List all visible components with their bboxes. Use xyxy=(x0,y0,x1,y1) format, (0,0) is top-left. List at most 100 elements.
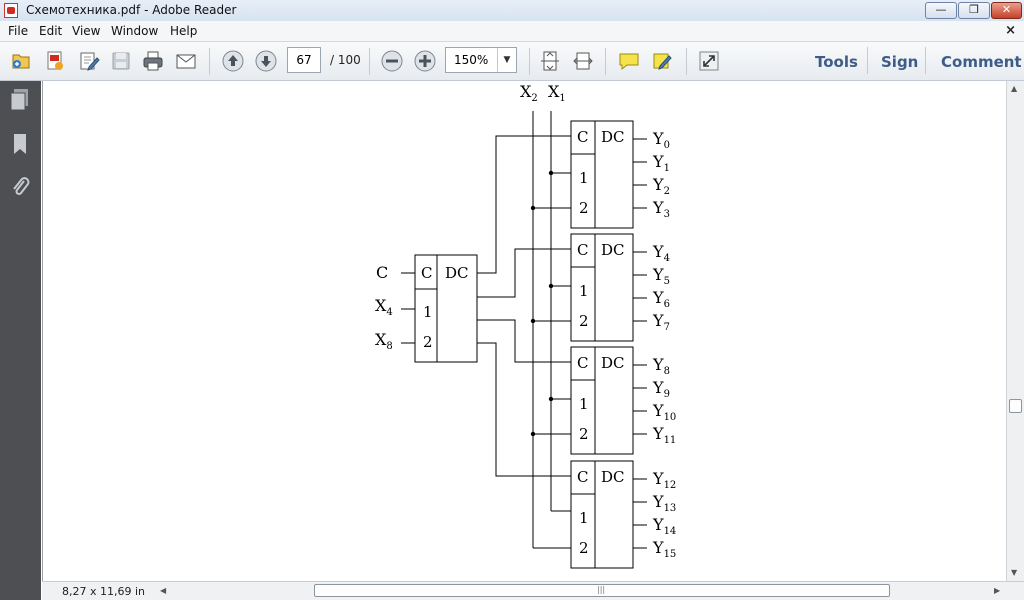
page-thumbnails-icon[interactable] xyxy=(9,88,31,112)
menu-window[interactable]: Window xyxy=(111,24,159,38)
block-clock-label: C xyxy=(577,241,588,259)
scroll-right-arrow[interactable]: ▶ xyxy=(994,586,1001,595)
toolbar-separator xyxy=(686,48,687,75)
edit-document-icon[interactable] xyxy=(77,49,101,73)
highlight-text-icon[interactable] xyxy=(651,49,675,73)
block-title-label: DC xyxy=(445,264,469,282)
scroll-left-arrow[interactable]: ◀ xyxy=(160,586,167,595)
menu-edit[interactable]: Edit xyxy=(39,24,63,38)
decoder-block-3 xyxy=(533,346,647,455)
junction-dots xyxy=(530,170,554,437)
block-title-label: DC xyxy=(601,468,625,486)
vertical-scroll-thumb[interactable] xyxy=(1009,399,1022,413)
tab-separator xyxy=(925,47,926,74)
scroll-down-arrow[interactable]: ▼ xyxy=(1011,568,1018,577)
close-document-button[interactable]: × xyxy=(1005,23,1016,38)
bookmarks-icon[interactable] xyxy=(9,132,31,156)
menu-view[interactable]: View xyxy=(72,24,101,38)
horizontal-scroll-thumb[interactable]: ||| xyxy=(314,584,890,597)
zoom-value: 150% xyxy=(454,53,489,67)
fit-width-icon[interactable] xyxy=(571,49,595,73)
output-label-y1: Y1 xyxy=(652,152,670,174)
output-label-y11: Y11 xyxy=(652,424,676,446)
toolbar-separator xyxy=(209,48,210,75)
output-label-y15: Y15 xyxy=(652,538,676,560)
save-icon[interactable] xyxy=(109,49,133,73)
adobe-reader-app-icon xyxy=(4,3,18,18)
page-total: / 100 xyxy=(330,53,361,67)
block-input2-label: 2 xyxy=(579,312,589,330)
window-title: Схемотехника.pdf - Adobe Reader xyxy=(26,3,237,17)
decoder-cascade-schematic: X2 X1 C X4 X8 C DC 1 2 C DC 1 2 C DC 1 2… xyxy=(375,82,676,569)
block-title-label: DC xyxy=(601,354,625,372)
input-label-c: C xyxy=(376,263,388,282)
tab-comment[interactable]: Comment xyxy=(941,53,1022,71)
status-bar: 8,27 x 11,69 in ◀ ||| ▶ xyxy=(42,581,1024,600)
fit-page-icon[interactable] xyxy=(538,49,562,73)
output-label-y3: Y3 xyxy=(652,198,670,220)
toolbar-separator xyxy=(605,48,606,75)
vertical-scrollbar[interactable]: ▲ ▼ xyxy=(1006,81,1024,581)
chevron-down-icon[interactable]: ▼ xyxy=(497,48,516,72)
block-title-label: DC xyxy=(601,128,625,146)
output-label-y12: Y12 xyxy=(652,469,676,491)
block-input1-label: 1 xyxy=(579,509,589,527)
attachments-icon[interactable] xyxy=(9,175,31,199)
sticky-note-icon[interactable] xyxy=(617,49,641,73)
minimize-button[interactable]: — xyxy=(925,2,957,19)
input-label-x2: X2 xyxy=(520,82,538,104)
output-label-y14: Y14 xyxy=(652,515,676,537)
tab-sign[interactable]: Sign xyxy=(881,53,919,71)
block-title-label: DC xyxy=(601,241,625,259)
block-input1-label: 1 xyxy=(579,395,589,413)
close-window-button[interactable]: ✕ xyxy=(991,2,1022,19)
zoom-select[interactable]: 150% ▼ xyxy=(445,47,517,73)
output-label-y7: Y7 xyxy=(652,311,670,333)
decoder-block-1 xyxy=(533,120,647,229)
output-label-y2: Y2 xyxy=(652,175,670,197)
full-screen-icon[interactable] xyxy=(697,49,721,73)
toolbar-separator xyxy=(369,48,370,75)
zoom-out-icon[interactable] xyxy=(380,49,404,73)
block-clock-label: C xyxy=(421,264,432,282)
block-input2-label: 2 xyxy=(579,425,589,443)
tab-separator xyxy=(867,47,868,74)
decoder-block-4 xyxy=(533,460,647,569)
print-icon[interactable] xyxy=(141,49,165,73)
block-input2-label: 2 xyxy=(579,539,589,557)
page-size-readout: 8,27 x 11,69 in xyxy=(62,585,146,598)
input-label-x1: X1 xyxy=(548,82,566,104)
block-clock-label: C xyxy=(577,128,588,146)
tab-tools[interactable]: Tools xyxy=(815,53,858,71)
document-view[interactable]: X2 X1 C X4 X8 C DC 1 2 C DC 1 2 C DC 1 2… xyxy=(42,81,1006,581)
decoder-block-2 xyxy=(533,233,647,342)
block-input2-label: 2 xyxy=(579,199,589,217)
menu-file[interactable]: File xyxy=(8,24,29,38)
output-label-y10: Y10 xyxy=(652,401,676,423)
title-bar: Схемотехника.pdf - Adobe Reader — ❐ ✕ xyxy=(0,0,1024,22)
output-label-y0: Y0 xyxy=(652,129,670,151)
output-label-y5: Y5 xyxy=(652,265,670,287)
block-clock-label: C xyxy=(577,468,588,486)
toolbar-separator xyxy=(529,48,530,75)
open-file-icon[interactable] xyxy=(9,49,33,73)
block-input2-label: 2 xyxy=(423,333,433,351)
block-input1-label: 1 xyxy=(423,303,433,321)
block-input1-label: 1 xyxy=(579,282,589,300)
maximize-button[interactable]: ❐ xyxy=(958,2,990,19)
block-clock-label: C xyxy=(577,354,588,372)
page-number-input[interactable]: 67 xyxy=(287,47,321,73)
menu-help[interactable]: Help xyxy=(170,24,198,38)
next-page-icon[interactable] xyxy=(254,49,278,73)
input-label-x4: X4 xyxy=(375,296,393,318)
zoom-in-icon[interactable] xyxy=(413,49,437,73)
output-label-y4: Y4 xyxy=(652,242,670,264)
create-pdf-icon[interactable] xyxy=(43,49,67,73)
menu-bar: File Edit View Window Help × xyxy=(0,21,1024,42)
scroll-grip: ||| xyxy=(597,585,606,594)
scroll-up-arrow[interactable]: ▲ xyxy=(1011,84,1018,93)
output-label-y6: Y6 xyxy=(652,288,670,310)
previous-page-icon[interactable] xyxy=(221,49,245,73)
output-label-y8: Y8 xyxy=(652,355,670,377)
email-icon[interactable] xyxy=(174,49,198,73)
